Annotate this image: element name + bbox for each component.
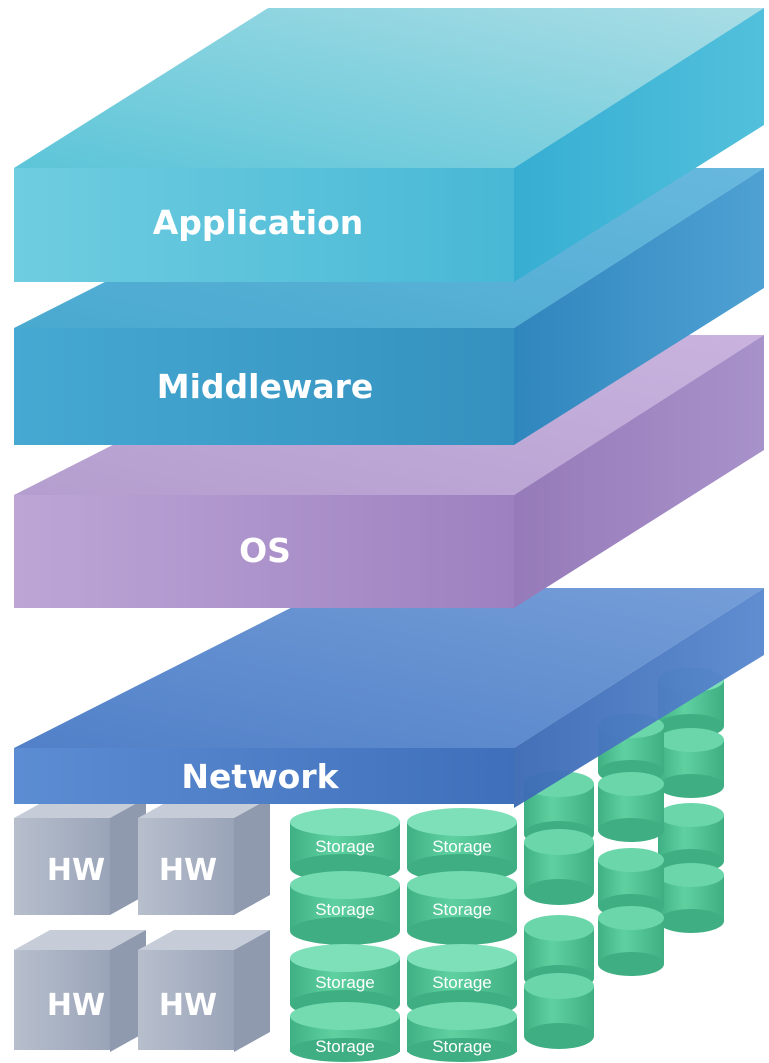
storage-cylinder-back — [658, 803, 724, 873]
storage-cylinder-back — [524, 829, 594, 905]
storage-cylinder: Storage — [407, 871, 517, 945]
storage-cylinder-back — [598, 906, 664, 976]
middleware-label: Middleware — [157, 367, 374, 406]
storage-cylinder: Storage — [290, 944, 400, 1018]
storage-cylinder: Storage — [290, 808, 400, 882]
os-label: OS — [239, 531, 291, 570]
storage-label: Storage — [432, 837, 492, 856]
application-label: Application — [153, 203, 364, 242]
hw-block: HW — [138, 798, 270, 915]
storage-cylinder: Storage — [407, 1002, 517, 1062]
storage-cylinder-back — [658, 728, 724, 798]
hw-block: HW — [14, 930, 146, 1052]
network-label: Network — [181, 757, 339, 796]
storage-cylinder-back — [598, 772, 664, 842]
storage-cylinder: Storage — [407, 808, 517, 882]
storage-label: Storage — [315, 900, 375, 919]
storage-label: Storage — [432, 973, 492, 992]
storage-label: Storage — [315, 1037, 375, 1056]
storage-label: Storage — [432, 900, 492, 919]
network-layer: Network — [14, 588, 764, 808]
storage-cylinder: Storage — [290, 871, 400, 945]
hw-label: HW — [47, 853, 105, 888]
storage-cylinder-back — [524, 973, 594, 1049]
storage-cylinder: Storage — [290, 1002, 400, 1062]
storage-label: Storage — [315, 837, 375, 856]
hw-block: HW — [14, 798, 146, 915]
hw-label: HW — [159, 988, 217, 1023]
hardware-grid: HW HW HW HW — [14, 798, 270, 1052]
storage-label: Storage — [432, 1037, 492, 1056]
storage-label: Storage — [315, 973, 375, 992]
storage-cylinder-back — [658, 863, 724, 933]
hw-block: HW — [138, 930, 270, 1052]
hw-label: HW — [47, 988, 105, 1023]
hw-label: HW — [159, 853, 217, 888]
storage-back-rows — [524, 668, 724, 1049]
application-layer: Application — [14, 8, 764, 282]
storage-grid: Storage Storage Storage Storage Storage — [290, 808, 517, 1062]
